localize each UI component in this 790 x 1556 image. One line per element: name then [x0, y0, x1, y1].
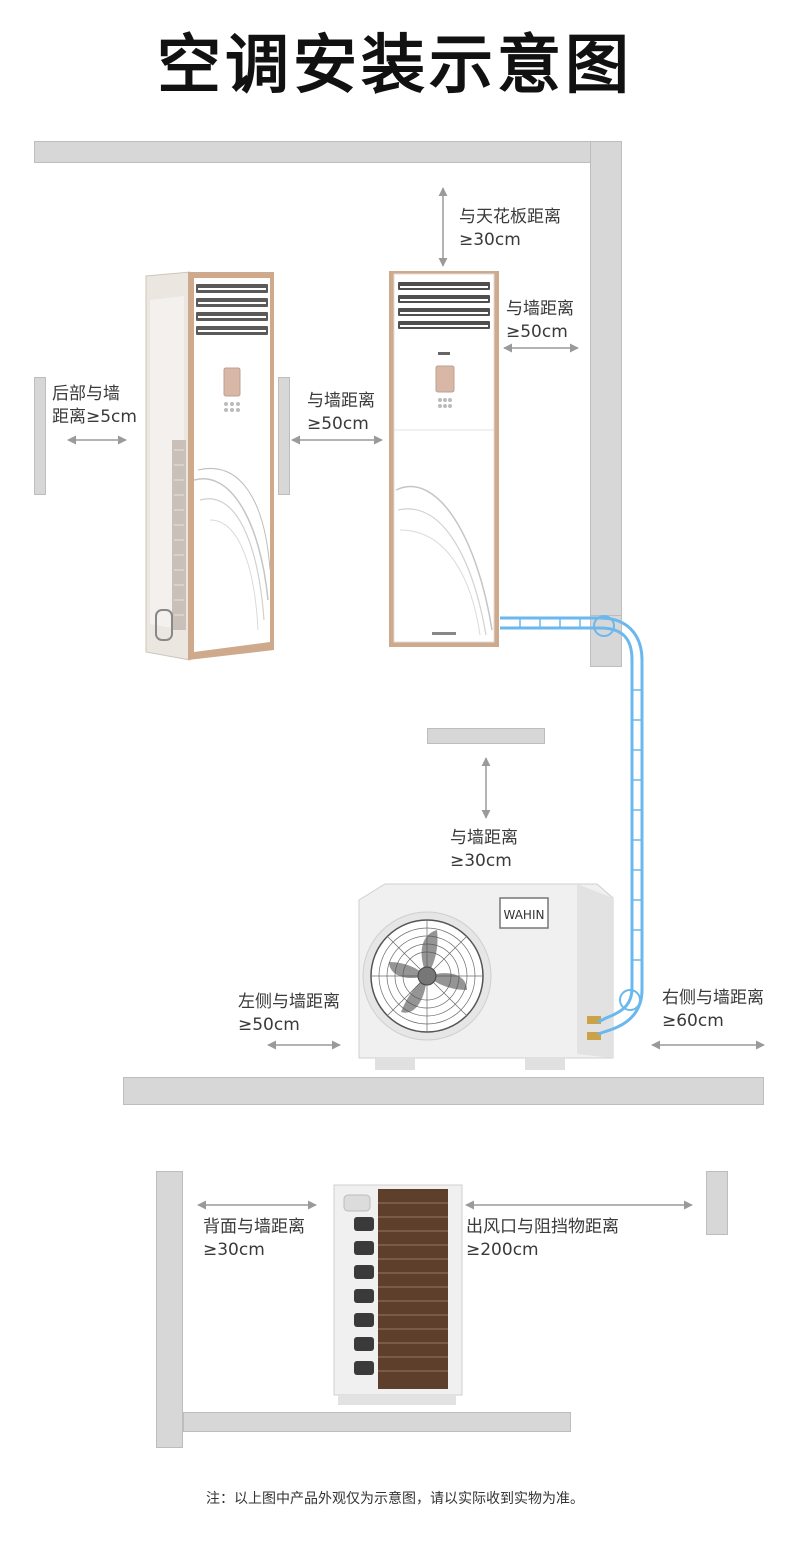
side-view-floor: [183, 1412, 571, 1432]
outdoor-top-wall: [427, 728, 545, 744]
middle-wall-segment: [278, 377, 290, 495]
indoor-unit-angled: [145, 271, 274, 661]
label-side-back: 背面与墙距离≥30cm: [203, 1217, 305, 1260]
label-outdoor-right: 右侧与墙距离≥60cm: [662, 988, 764, 1031]
side-view-back-wall: [156, 1171, 183, 1448]
disclaimer-note: 注：以上图中产品外观仅为示意图，请以实际收到实物为准。: [206, 1491, 584, 1507]
outdoor-unit-side: [333, 1184, 463, 1405]
label-ceiling: 与天花板距离≥30cm: [459, 207, 561, 250]
indoor-unit-front: [389, 271, 499, 647]
brand-logo: WAHIN: [504, 908, 545, 922]
label-outdoor-left: 左侧与墙距离≥50cm: [238, 992, 340, 1035]
refrigerant-pipe: [500, 616, 644, 1036]
label-between-units: 与墙距离≥50cm: [307, 391, 375, 434]
outdoor-unit-front: WAHIN: [358, 883, 614, 1070]
label-back-wall: 后部与墙距离≥5cm: [52, 384, 137, 427]
label-side-outlet: 出风口与阻挡物距离≥200cm: [466, 1217, 619, 1260]
floor-slab: [123, 1077, 764, 1105]
right-wall: [590, 141, 622, 617]
label-right-wall-top: 与墙距离≥50cm: [506, 299, 574, 342]
side-view-obstacle: [706, 1171, 728, 1235]
page-title: 空调安装示意图: [157, 29, 633, 103]
label-outdoor-top: 与墙距离≥30cm: [450, 828, 518, 871]
back-wall-segment: [34, 377, 46, 495]
